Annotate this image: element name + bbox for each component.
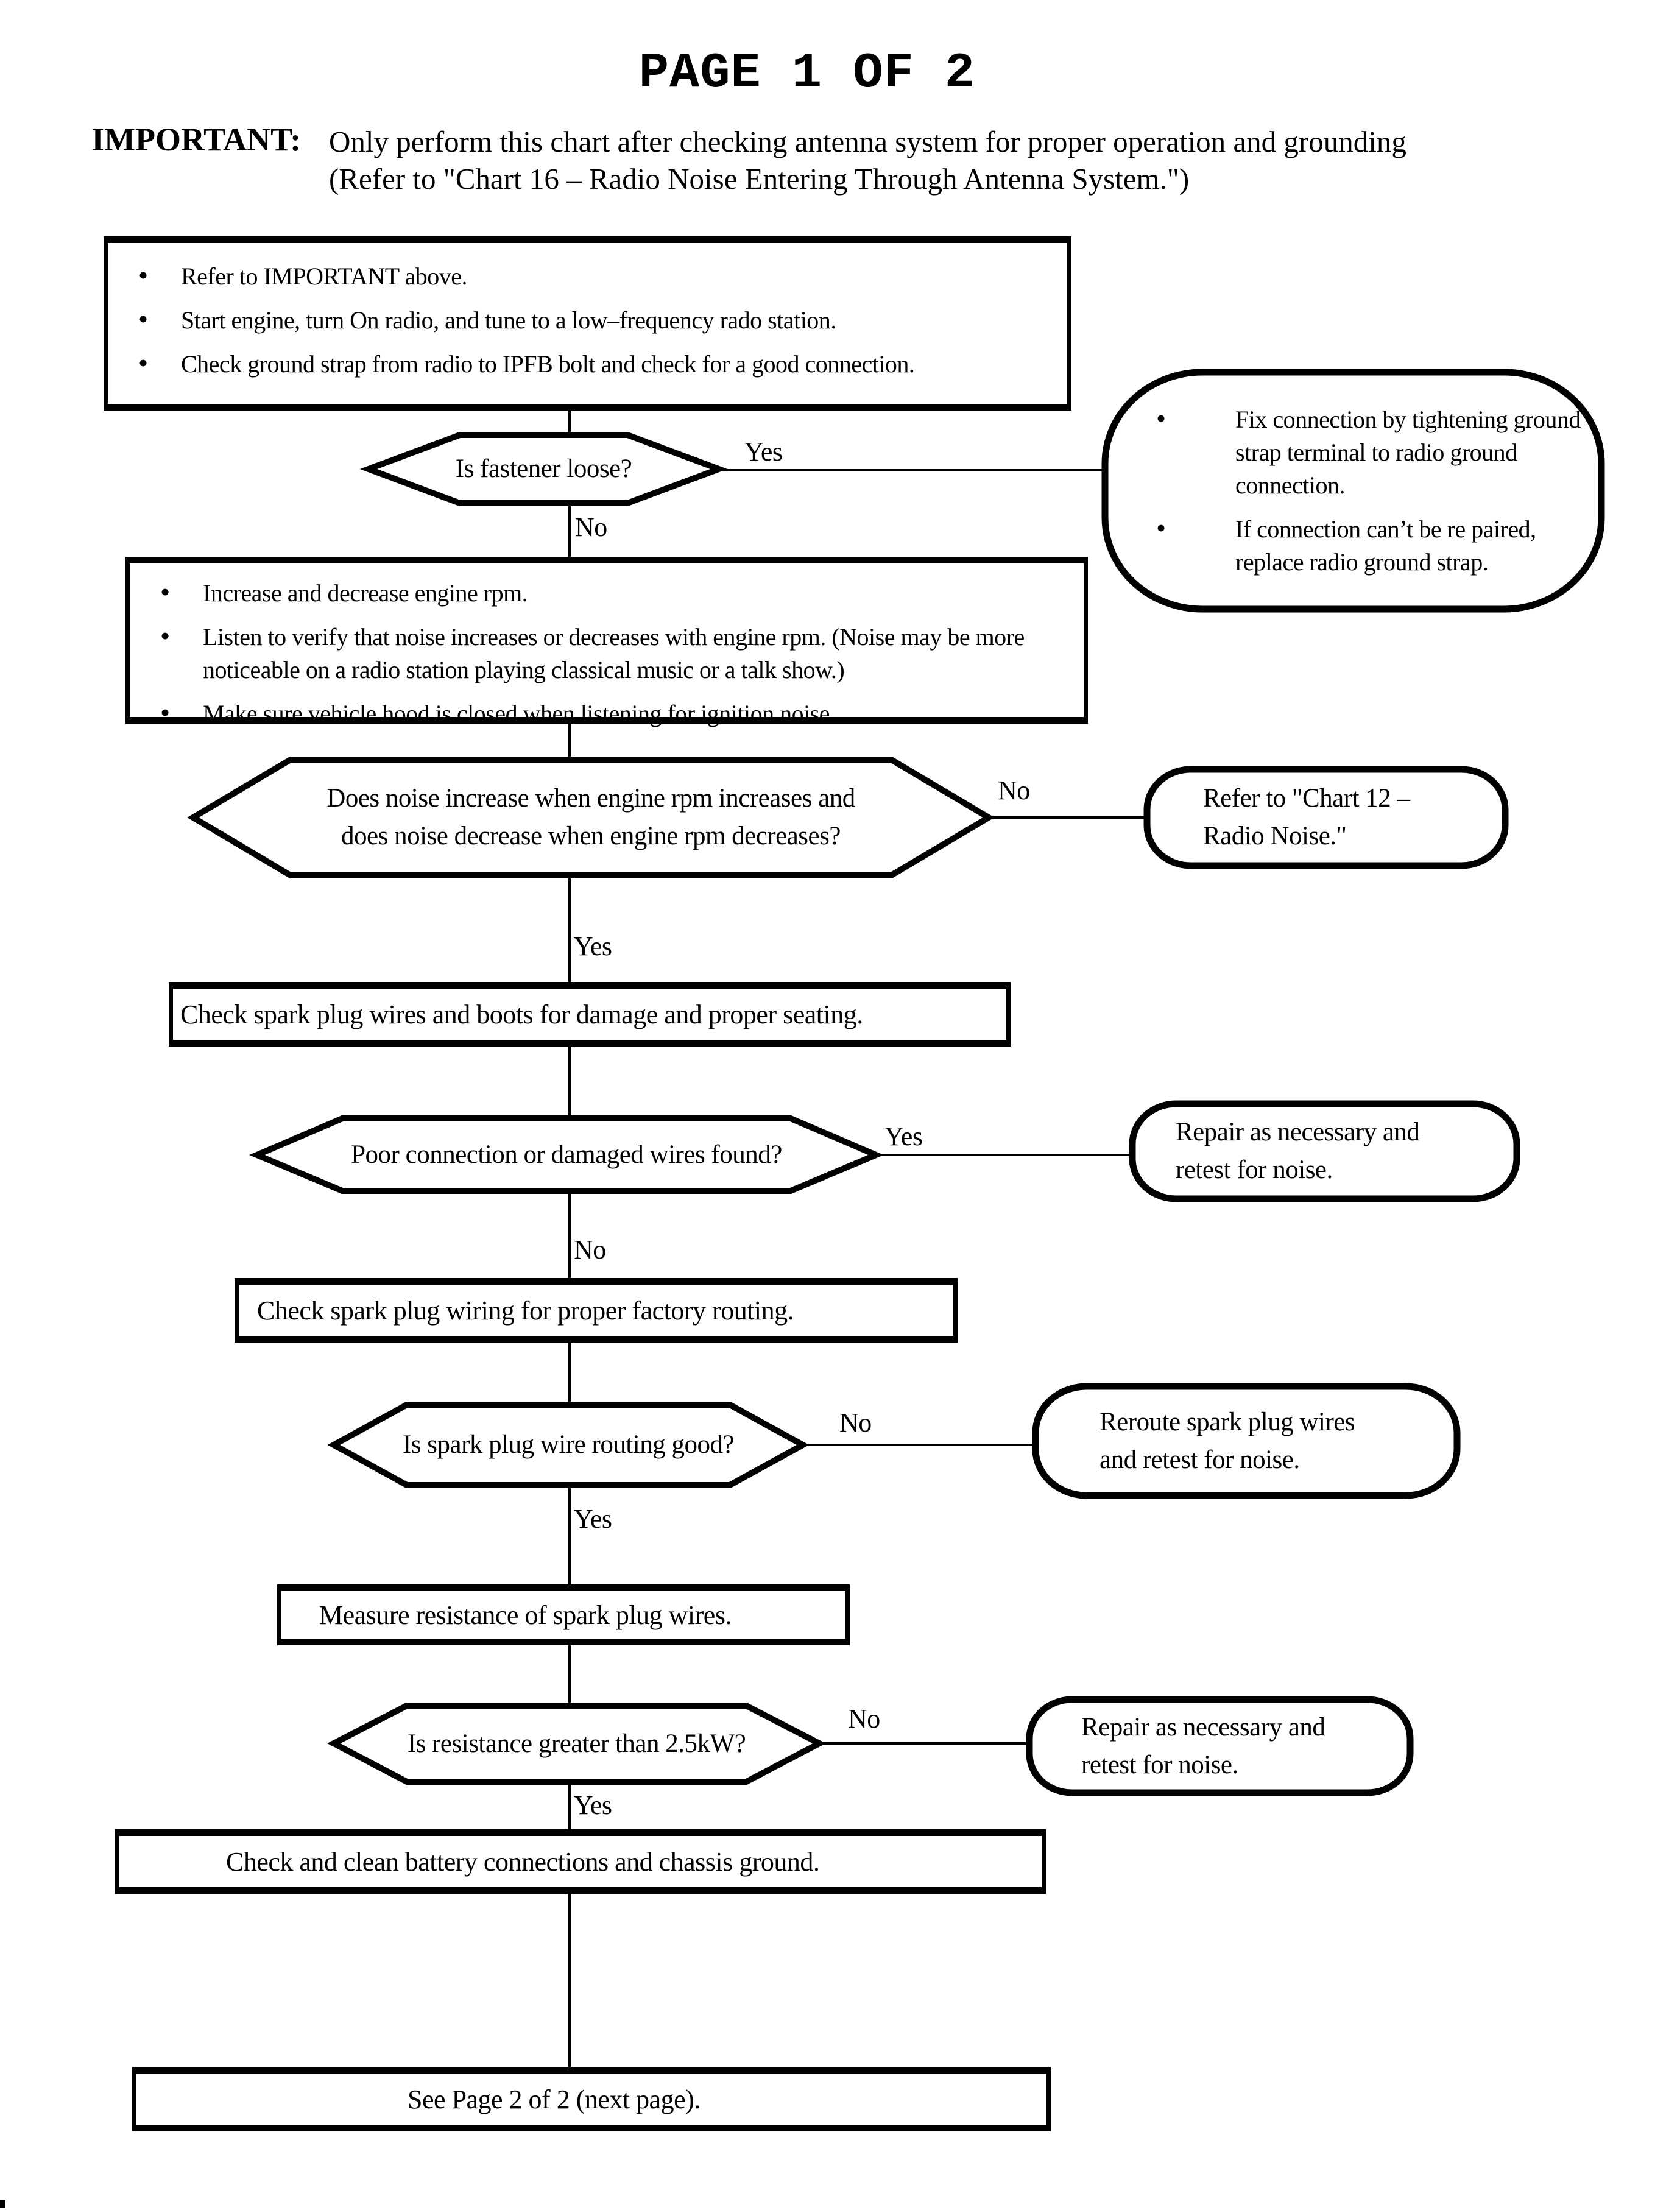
branch-label-yes: Yes: [744, 437, 783, 467]
check-wires-text: Check spark plug wires and boots for dam…: [180, 999, 863, 1029]
list-item: Start engine, turn On radio, and tune to…: [108, 303, 972, 337]
page-title: PAGE 1 OF 2: [638, 45, 976, 102]
repair-result-2: Repair as necessary and retest for noise…: [1081, 1712, 1325, 1779]
decision-fastener-shape: [359, 432, 728, 506]
list-item: Listen to verify that noise increases or…: [130, 620, 1057, 687]
list-item: Increase and decrease engine rpm.: [130, 576, 1057, 610]
repair2-shape: [1026, 1696, 1414, 1796]
important-note: Only perform this chart after checking a…: [329, 123, 1602, 197]
measure-resistance-text: Measure resistance of spark plug wires.: [319, 1600, 732, 1630]
see-page2-text: See Page 2 of 2 (next page).: [408, 2084, 701, 2114]
battery-ground-text: Check and clean battery connections and …: [226, 1846, 820, 1877]
list-item: If connection can’t be re paired, replac…: [1105, 512, 1601, 579]
reroute-result: Reroute spark plug wires and retest for …: [1099, 1407, 1355, 1474]
check-routing-text: Check spark plug wiring for proper facto…: [257, 1295, 794, 1326]
connector-lines: [568, 411, 1151, 2067]
see-page2-box: See Page 2 of 2 (next page).: [132, 2067, 1051, 2131]
branch-label-no: No: [574, 1235, 606, 1265]
check-routing-box: Check spark plug wiring for proper facto…: [235, 1278, 958, 1343]
important-note-line1: Only perform this chart after checking a…: [329, 125, 1406, 158]
decision-noise-rpm-shape: [187, 757, 995, 878]
check-wires-box: Check spark plug wires and boots for dam…: [169, 982, 1011, 1047]
important-label: IMPORTANT:: [91, 121, 302, 158]
scan-artifact-speck: [0, 2200, 5, 2208]
decision-noise-rpm-question: Does noise increase when engine rpm incr…: [326, 784, 855, 850]
repair-result-1: Repair as necessary and retest for noise…: [1176, 1118, 1420, 1184]
rpm-instructions-box: Increase and decrease engine rpm. Listen…: [125, 557, 1088, 729]
branch-label-no: No: [998, 775, 1030, 805]
decision-resistance-shape: [327, 1703, 826, 1785]
branch-label-no: No: [839, 1408, 872, 1438]
branch-label-yes: Yes: [574, 1504, 612, 1534]
reroute-shape: [1032, 1383, 1461, 1499]
list-item: Make sure vehicle hood is closed when li…: [130, 696, 1057, 730]
rpm-instructions-list: Increase and decrease engine rpm. Listen…: [130, 576, 1057, 730]
important-note-line2: (Refer to "Chart 16 – Radio Noise Enteri…: [329, 162, 1190, 196]
list-item: Fix connection by tightening ground stra…: [1105, 402, 1601, 502]
decision-shapes: [187, 432, 995, 1785]
chart12-result: Refer to "Chart 12 – Radio Noise.": [1203, 784, 1410, 850]
chart12-shape: [1143, 766, 1509, 869]
decision-poor-connection-shape: [249, 1115, 884, 1194]
decision-routing-shape: [327, 1402, 810, 1488]
fix-connection-result: Fix connection by tightening ground stra…: [1105, 372, 1601, 609]
decision-resistance-question: Is resistance greater than 2.5kW?: [407, 1729, 746, 1758]
branch-label-no: No: [848, 1704, 880, 1734]
battery-ground-box: Check and clean battery connections and …: [115, 1829, 1046, 1894]
branch-label-yes: Yes: [574, 931, 612, 961]
list-item: Check ground strap from radio to IPFB bo…: [108, 347, 972, 381]
branch-label-no: No: [575, 512, 607, 542]
fix-connection-list: Fix connection by tightening ground stra…: [1105, 392, 1601, 590]
decision-routing-question: Is spark plug wire routing good?: [402, 1430, 735, 1459]
measure-resistance-box: Measure resistance of spark plug wires.: [277, 1584, 850, 1645]
list-item: Refer to IMPORTANT above.: [108, 259, 972, 293]
decision-poor-connection-question: Poor connection or damaged wires found?: [351, 1140, 782, 1169]
start-instructions-box: Refer to IMPORTANT above. Start engine, …: [104, 236, 1071, 411]
repair1-shape: [1129, 1100, 1520, 1202]
branch-label-yes: Yes: [884, 1121, 923, 1151]
branch-label-yes: Yes: [574, 1790, 612, 1820]
decision-fastener-question: Is fastener loose?: [455, 454, 632, 483]
start-instructions-list: Refer to IMPORTANT above. Start engine, …: [108, 259, 972, 381]
